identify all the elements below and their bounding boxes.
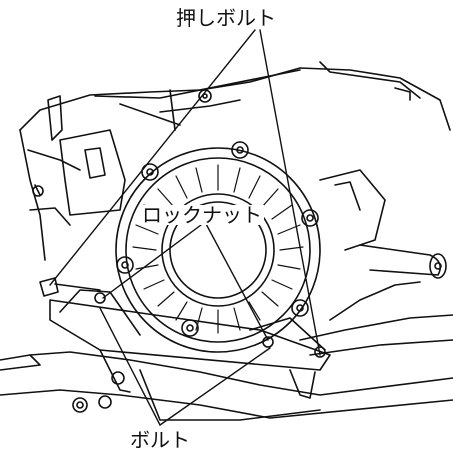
base-rail xyxy=(0,351,453,396)
adjust-plate xyxy=(49,299,331,371)
label-push-bolt: 押しボルト xyxy=(176,6,276,30)
engine-housing-outline xyxy=(19,67,451,131)
starter-louvers xyxy=(132,164,304,334)
label-bolt: ボルト xyxy=(130,428,190,452)
label-lock-nut: ロックナット xyxy=(140,203,264,227)
handle xyxy=(359,244,441,276)
base-bolts xyxy=(72,292,326,413)
push-bolt-left xyxy=(39,277,59,297)
cover-bolts xyxy=(116,89,319,337)
leader-lines xyxy=(49,29,321,426)
starter-outer xyxy=(115,147,321,353)
left-frame xyxy=(19,129,46,261)
